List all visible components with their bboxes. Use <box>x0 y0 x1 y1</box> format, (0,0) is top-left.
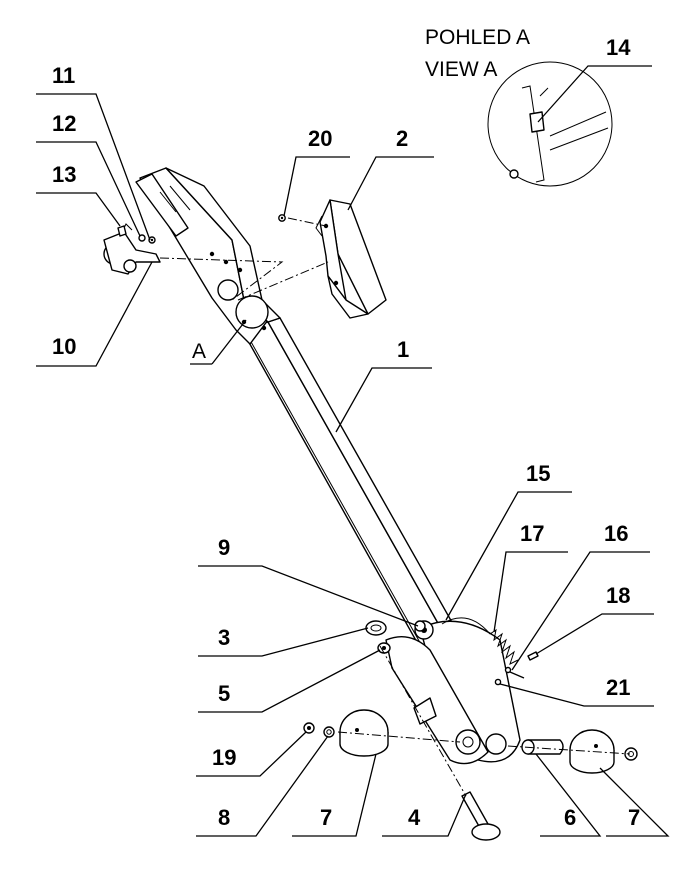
callout-21: 21 <box>606 675 630 700</box>
callout-3: 3 <box>218 625 230 650</box>
callout-2: 2 <box>396 126 408 151</box>
view-a-marker: A <box>192 340 206 363</box>
roller-part-7-right <box>569 729 615 774</box>
washer-part-5 <box>377 642 391 654</box>
callout-6: 6 <box>564 805 576 830</box>
callout-13: 13 <box>52 162 76 187</box>
pin-part-16 <box>504 666 525 679</box>
callout-14: 14 <box>606 35 631 60</box>
callout-19: 19 <box>212 745 236 770</box>
callout-10: 10 <box>52 334 76 359</box>
cover-part-2 <box>315 199 387 319</box>
callout-7-left: 7 <box>320 805 332 830</box>
view-a-title-cz: POHLED A <box>425 26 530 49</box>
screw-part-21 <box>494 678 502 686</box>
bolt-part-4 <box>461 791 501 841</box>
callout-20: 20 <box>308 126 332 151</box>
screw-part-19 <box>303 722 315 734</box>
callout-7-right: 7 <box>628 805 640 830</box>
view-a-title-en: VIEW A <box>425 58 497 81</box>
callout-9: 9 <box>218 535 230 560</box>
axle-part-6 <box>521 739 638 761</box>
view-a-detail <box>487 61 613 187</box>
washer-part-9 <box>414 620 426 632</box>
callout-1: 1 <box>397 337 409 362</box>
callout-leaders <box>36 65 670 837</box>
screw-part-20 <box>278 214 286 222</box>
washer-part-8 <box>323 726 335 738</box>
callout-5: 5 <box>218 681 230 706</box>
spring-part-17 <box>441 617 519 665</box>
callout-18: 18 <box>606 583 630 608</box>
screw-part-11 <box>148 236 156 244</box>
main-arm-part-1 <box>135 167 521 765</box>
callout-11: 11 <box>52 63 75 88</box>
washer-part-12 <box>138 234 146 242</box>
callout-8: 8 <box>218 805 230 830</box>
nut-part-3 <box>365 620 387 636</box>
callout-16: 16 <box>604 521 628 546</box>
center-lines <box>159 217 631 797</box>
screw-part-18 <box>527 651 539 661</box>
callout-15: 15 <box>526 461 550 486</box>
roller-part-7-left <box>339 709 389 757</box>
bolt-part-13 <box>117 225 127 237</box>
callout-17: 17 <box>520 521 544 546</box>
bracket-part-10 <box>103 223 161 275</box>
callout-12: 12 <box>52 111 76 136</box>
callout-4: 4 <box>408 805 421 830</box>
